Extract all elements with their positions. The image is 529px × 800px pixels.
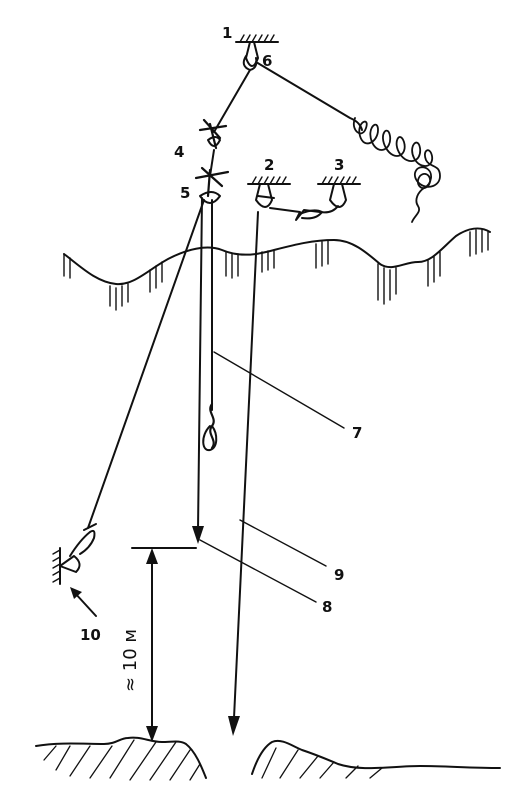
rope-to-coil — [255, 61, 363, 131]
main-rope-upper — [213, 69, 251, 133]
node-4 — [198, 118, 228, 150]
ground-left — [35, 736, 207, 779]
leader-8 — [199, 539, 317, 603]
label-height: ≈ 10 м — [120, 629, 141, 692]
label-10: 10 — [80, 626, 101, 644]
cliff-hatching — [63, 229, 489, 311]
leader-9 — [239, 519, 327, 567]
rope-7 — [202, 199, 218, 452]
label-7: 7 — [352, 424, 362, 442]
label-5: 5 — [180, 184, 190, 202]
ground-hatching — [43, 739, 383, 781]
diagonal-rope — [87, 199, 205, 529]
anchor-link — [269, 205, 339, 221]
rope-8 — [192, 197, 204, 544]
anchor-2 — [247, 176, 291, 208]
label-9: 9 — [334, 566, 344, 584]
arrow-10 — [70, 587, 97, 617]
label-8: 8 — [322, 598, 332, 616]
cliff-edge — [63, 227, 491, 286]
rope-coil — [352, 117, 441, 223]
anchor-10 — [52, 523, 97, 585]
node-5 — [194, 166, 230, 204]
leader-7 — [213, 351, 345, 429]
height-dimension — [131, 547, 197, 742]
label-2: 2 — [264, 156, 274, 174]
ground-right — [251, 740, 501, 775]
label-4: 4 — [174, 143, 184, 161]
label-3: 3 — [334, 156, 344, 174]
label-1: 1 — [222, 24, 232, 42]
label-6: 6 — [262, 52, 272, 70]
anchor-3 — [317, 176, 361, 208]
rope-9 — [228, 211, 259, 736]
